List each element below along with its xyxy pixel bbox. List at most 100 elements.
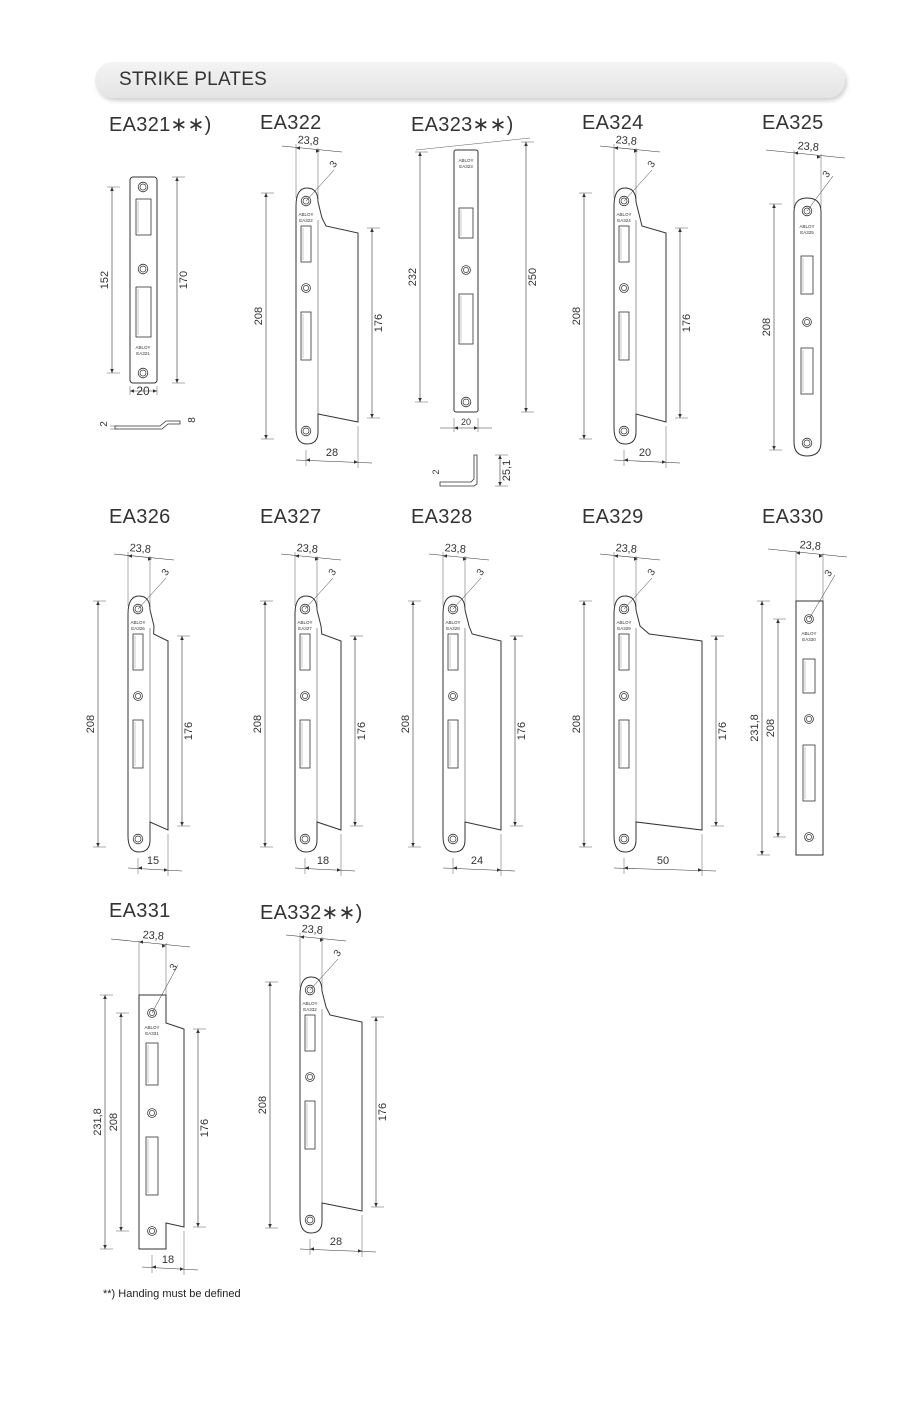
dimension-label: 3 — [160, 567, 172, 578]
model-label-ea330: EA330 — [762, 506, 824, 528]
dimension-label: 3 — [168, 962, 180, 973]
plate-stamp: EA332 — [303, 1007, 317, 1012]
plate-stamp: ABLOY — [445, 620, 460, 625]
dimension-label: 208 — [108, 1113, 120, 1131]
dimension-label: 176 — [717, 722, 729, 740]
dimension-label: 25,1 — [501, 460, 513, 481]
dimension-label: 18 — [162, 1254, 174, 1266]
plate-profile — [114, 420, 181, 430]
plate-stamp: ABLOY — [458, 158, 473, 163]
dimension-label: 3 — [328, 159, 340, 170]
dimension-label: 23,8 — [799, 539, 821, 553]
dimension-label: 3 — [332, 948, 344, 959]
dimension-label: 23,8 — [129, 542, 151, 556]
plate-stamp: EA330 — [802, 637, 816, 642]
dimension-label: 176 — [681, 314, 693, 332]
dimension-label: 28 — [330, 1236, 342, 1248]
model-label-ea326: EA326 — [109, 506, 171, 528]
plate-stamp: EA323 — [459, 164, 473, 169]
dimension-label: 152 — [99, 271, 111, 289]
plate-stamp: ABLOY — [135, 345, 150, 350]
plate-stamp: ABLOY — [297, 620, 312, 625]
dimension-label: 23,8 — [444, 542, 466, 556]
dimension-label: 3 — [646, 159, 658, 170]
plate-stamp: ABLOY — [130, 620, 145, 625]
dimension-label: 8 — [187, 417, 198, 423]
model-label-ea321: EA321∗∗) — [109, 114, 212, 136]
dimension-label: 231,8 — [92, 1108, 104, 1136]
plate-stamp: EA324 — [617, 218, 631, 223]
section-title: STRIKE PLATES — [119, 69, 267, 90]
model-label-ea329: EA329 — [582, 506, 644, 528]
plate-stamp: EA322 — [299, 218, 313, 223]
dimension-label: 176 — [183, 722, 195, 740]
dimension-label: 231,8 — [749, 714, 761, 742]
dimension-label: 28 — [326, 447, 338, 459]
plate-stamp: ABLOY — [616, 212, 631, 217]
dimension-label: 23,8 — [142, 929, 164, 943]
dimension-label: 20 — [136, 384, 150, 398]
section-header-banner: STRIKE PLATES — [95, 62, 845, 98]
dimension-label: 208 — [257, 1096, 269, 1114]
plate-stamp: EA325 — [800, 230, 814, 235]
plate-stamp: ABLOY — [298, 212, 313, 217]
dimension-label: 50 — [657, 855, 669, 867]
plate-outline — [613, 187, 667, 445]
dimension-label: 208 — [571, 307, 583, 325]
dimension-label: 3 — [821, 169, 833, 180]
model-label-ea324: EA324 — [582, 112, 644, 134]
dimension-label: 18 — [317, 855, 329, 867]
plate-stamp: EA321 — [136, 351, 150, 356]
plate-stamp: ABLOY — [616, 620, 631, 625]
model-label-ea332: EA332∗∗) — [260, 902, 363, 924]
dimension-label: 3 — [327, 567, 339, 578]
plate-outline — [442, 595, 502, 853]
dimension-label: 208 — [761, 318, 773, 336]
plate-outline — [299, 976, 363, 1234]
model-label-ea327: EA327 — [260, 506, 322, 528]
dimension-label: 15 — [147, 855, 159, 867]
plate-outline — [613, 595, 703, 853]
plate-stamp: EA329 — [617, 626, 631, 631]
plate-stamp: ABLOY — [799, 224, 814, 229]
dimension-label: 20 — [461, 417, 471, 427]
model-label-ea331: EA331 — [109, 900, 171, 922]
plate-stamp: ABLOY — [302, 1001, 317, 1006]
dimension-label: 208 — [253, 307, 265, 325]
plate-profile — [439, 454, 478, 487]
dimension-label: 23,8 — [797, 140, 819, 154]
plate-outline — [294, 595, 342, 853]
model-label-ea325: EA325 — [762, 112, 824, 134]
dimension-label: 176 — [377, 1103, 389, 1121]
model-label-ea328: EA328 — [411, 506, 473, 528]
dimension-label: 23,8 — [615, 542, 637, 556]
plate-stamp: EA328 — [446, 626, 460, 631]
dimension-label: 208 — [400, 715, 412, 733]
plate-stamp: ABLOY — [801, 631, 816, 636]
plate-stamp: EA326 — [131, 626, 145, 631]
dimension-label: 23,8 — [615, 134, 637, 148]
dimension-label: 23,8 — [297, 134, 319, 148]
dimension-label: 176 — [356, 722, 368, 740]
plate-stamp: EA327 — [298, 626, 312, 631]
dimension-label: 2 — [99, 421, 110, 427]
model-label-ea323: EA323∗∗) — [411, 114, 514, 136]
dimension-label: 170 — [178, 271, 190, 289]
dimension-label: 3 — [823, 568, 835, 579]
dimension-label: 23,8 — [301, 923, 323, 937]
dimension-label: 2 — [431, 469, 441, 474]
dimension-label: 232 — [407, 268, 419, 286]
dimension-label: 208 — [85, 715, 97, 733]
dimension-label: 20 — [639, 447, 651, 459]
plate-outline — [793, 197, 822, 457]
